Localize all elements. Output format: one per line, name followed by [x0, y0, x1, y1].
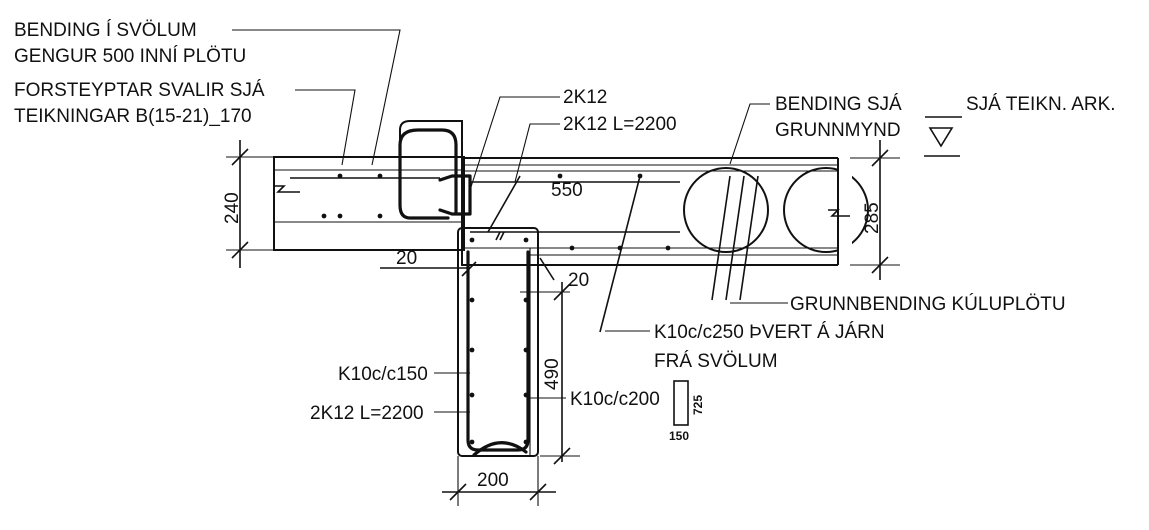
dim-150: 150 — [669, 429, 689, 443]
label-bending-sja: BENDING SJÁ — [775, 94, 902, 115]
dim-725: 725 — [691, 395, 705, 415]
label-gengur: GENGUR 500 INNÍ PLÖTU — [14, 46, 246, 67]
label-2k12: 2K12 — [563, 87, 607, 108]
dim-490: 490 — [542, 358, 563, 390]
hollow-core-slab — [461, 150, 869, 270]
leader-lines — [232, 29, 962, 413]
rebar-dots — [321, 173, 671, 445]
dim-550: 550 — [551, 180, 583, 201]
dim-200: 200 — [477, 470, 509, 491]
hollow-void-1 — [683, 167, 769, 253]
dimension-lines — [226, 140, 900, 506]
label-grunnbending: GRUNNBENDING KÚLUPLÖTU — [790, 293, 1066, 315]
label-fra-svolum: FRÁ SVÖLUM — [654, 351, 778, 372]
stirrup-detail — [673, 380, 689, 426]
label-bending-svolum: BENDING Í SVÖLUM — [14, 20, 197, 41]
label-k10-c150: K10c/c150 — [338, 364, 428, 385]
dim-20-right: 20 — [568, 270, 589, 291]
label-forsteyptar: FORSTEYPTAR SVALIR SJÁ — [14, 80, 265, 101]
label-sja-teikn-ark: SJÁ TEIKN. ARK. — [966, 94, 1116, 115]
hollow-void-2 — [783, 167, 869, 253]
label-k10-c250: K10c/c250 ÞVERT Á JÁRN — [654, 322, 885, 343]
dim-240: 240 — [222, 192, 243, 224]
label-2k12-l2200-bottom: 2K12 L=2200 — [310, 403, 424, 424]
reinforcement — [290, 128, 759, 457]
dim-285: 285 — [862, 202, 883, 234]
downstand-beam — [457, 227, 539, 457]
label-teikningar: TEIKNINGAR B(15-21)_170 — [14, 106, 252, 127]
labels: BENDING Í SVÖLUM GENGUR 500 INNÍ PLÖTU F… — [14, 20, 1116, 491]
dim-20-left: 20 — [396, 248, 417, 269]
label-k10-c200: K10c/c200 — [570, 389, 660, 410]
label-grunnmynd: GRUNNMYND — [775, 120, 901, 141]
balcony-slab — [273, 120, 465, 251]
label-2k12-l2200-top: 2K12 L=2200 — [563, 114, 677, 135]
